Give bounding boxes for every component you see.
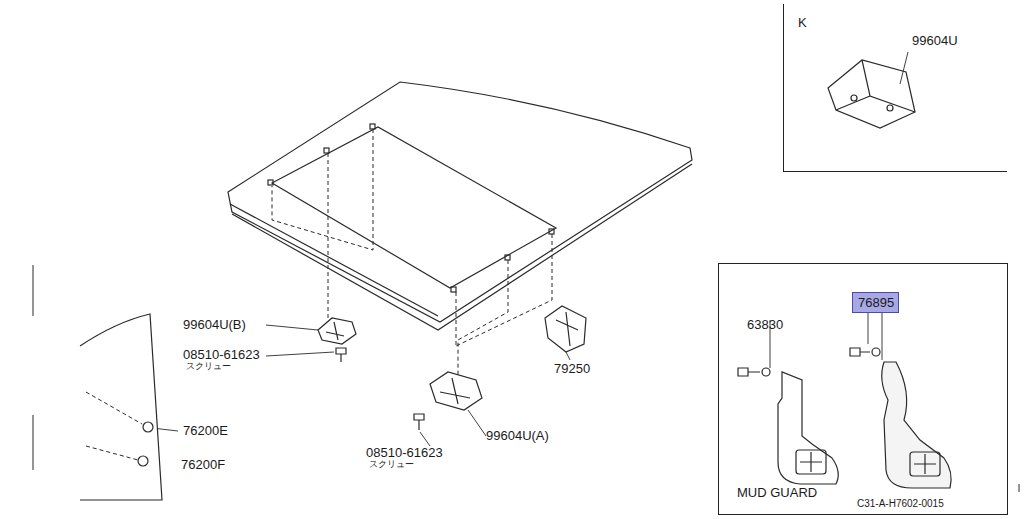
japanese-note: スクリュー — [369, 460, 414, 470]
japanese-note: スクリュー — [186, 362, 231, 372]
callout-number: 76200E — [183, 424, 228, 438]
diagram-code: C31-A-H7602-0015 — [857, 498, 944, 509]
callout-number: 08510-61623 — [183, 348, 260, 362]
panel-title: MUD GUARD — [737, 486, 817, 500]
callout-number: 79250 — [554, 362, 590, 376]
highlight-box: 76895 — [852, 292, 899, 313]
callout-number: 99604U(A) — [486, 429, 549, 443]
callout-number: 99604U(B) — [183, 318, 246, 332]
inset-panel: 63830MUD GUARD C31-A-H7602-0015 76895 — [718, 263, 1008, 515]
part-number: 99604U — [912, 34, 958, 48]
section-letter: K — [798, 16, 807, 30]
callout-number: 76200F — [181, 458, 225, 472]
part-number: 76895 — [858, 296, 894, 310]
callout-number: 08510-61623 — [366, 446, 443, 460]
inset-panel: K 99604U — [783, 4, 1007, 172]
part-number: 63830 — [747, 318, 783, 332]
